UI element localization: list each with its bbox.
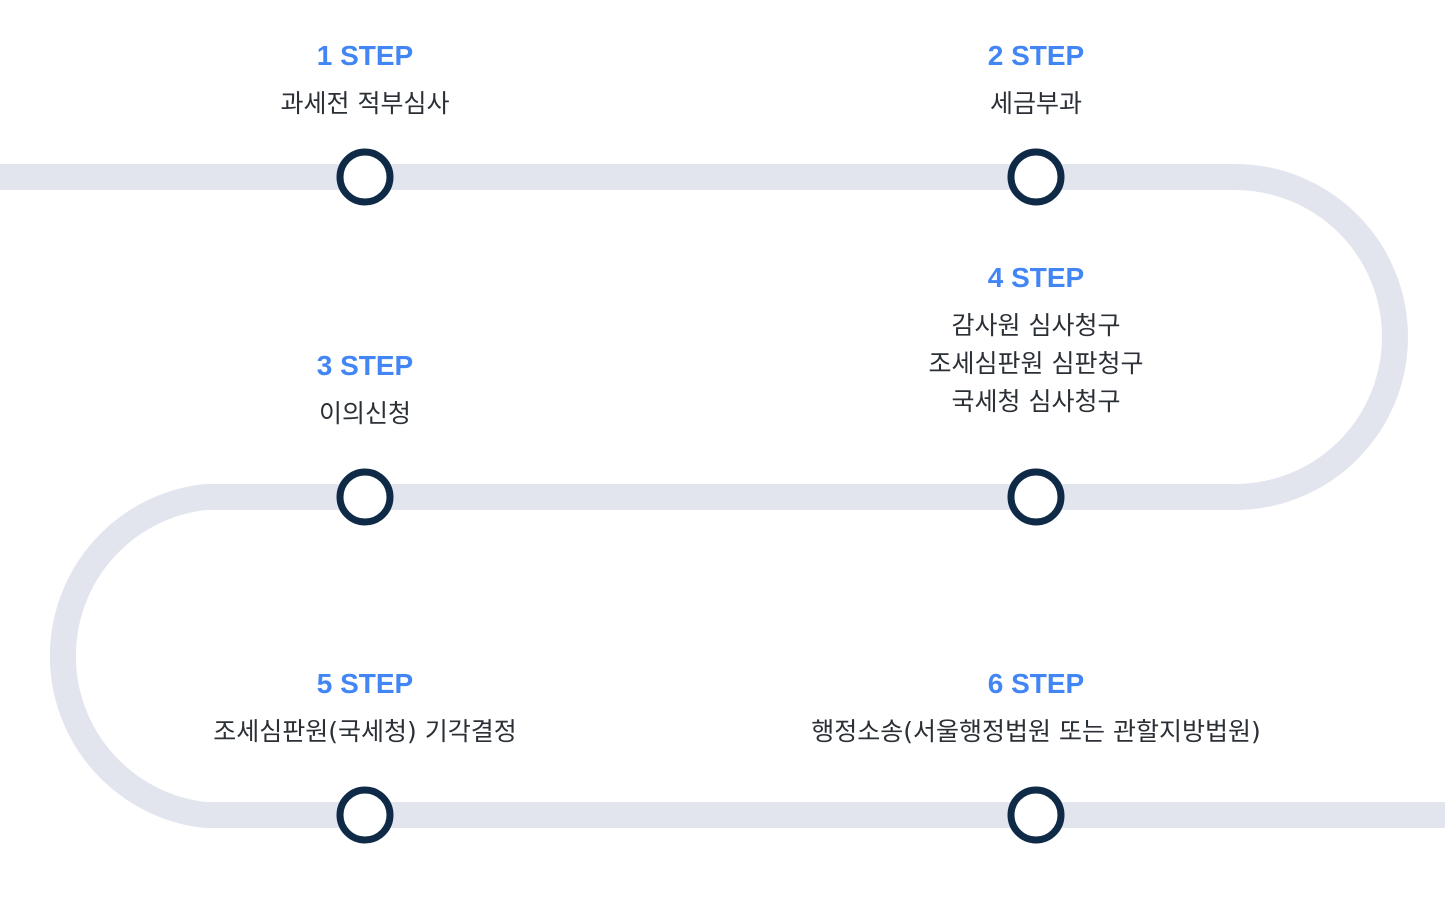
step-6-description: 행정소송(서울행정법원 또는 관할지방법원) (811, 717, 1261, 746)
step-5-description: 조세심판원(국세청) 기각결정 (213, 717, 517, 746)
step-2-node (1007, 148, 1065, 206)
step-1-label: 1 STEP (316, 40, 414, 71)
step-1: 1 STEP 과세전 적부심사 (155, 40, 575, 123)
step-2-label: 2 STEP (987, 40, 1085, 71)
step-3-label: 3 STEP (316, 350, 414, 381)
step-4-label: 4 STEP (987, 262, 1085, 293)
step-1-node (336, 148, 394, 206)
step-6-node (1007, 786, 1065, 844)
step-2: 2 STEP 세금부과 (826, 40, 1246, 123)
step-1-description: 과세전 적부심사 (280, 89, 450, 118)
step-5-label: 5 STEP (316, 668, 414, 699)
step-5-node (336, 786, 394, 844)
step-6: 6 STEP 행정소송(서울행정법원 또는 관할지방법원) (726, 668, 1346, 751)
step-3-node (336, 468, 394, 526)
step-3: 3 STEP 이의신청 (155, 350, 575, 433)
step-4: 4 STEP 감사원 심사청구 조세심판원 심판청구 국세청 심사청구 (826, 262, 1246, 421)
step-5: 5 STEP 조세심판원(국세청) 기각결정 (55, 668, 675, 751)
step-6-label: 6 STEP (987, 668, 1085, 699)
step-4-node (1007, 468, 1065, 526)
step-3-description: 이의신청 (318, 399, 411, 428)
step-2-description: 세금부과 (989, 89, 1082, 118)
step-4-description: 감사원 심사청구 조세심판원 심판청구 국세청 심사청구 (928, 311, 1144, 416)
track-path (0, 164, 1445, 828)
